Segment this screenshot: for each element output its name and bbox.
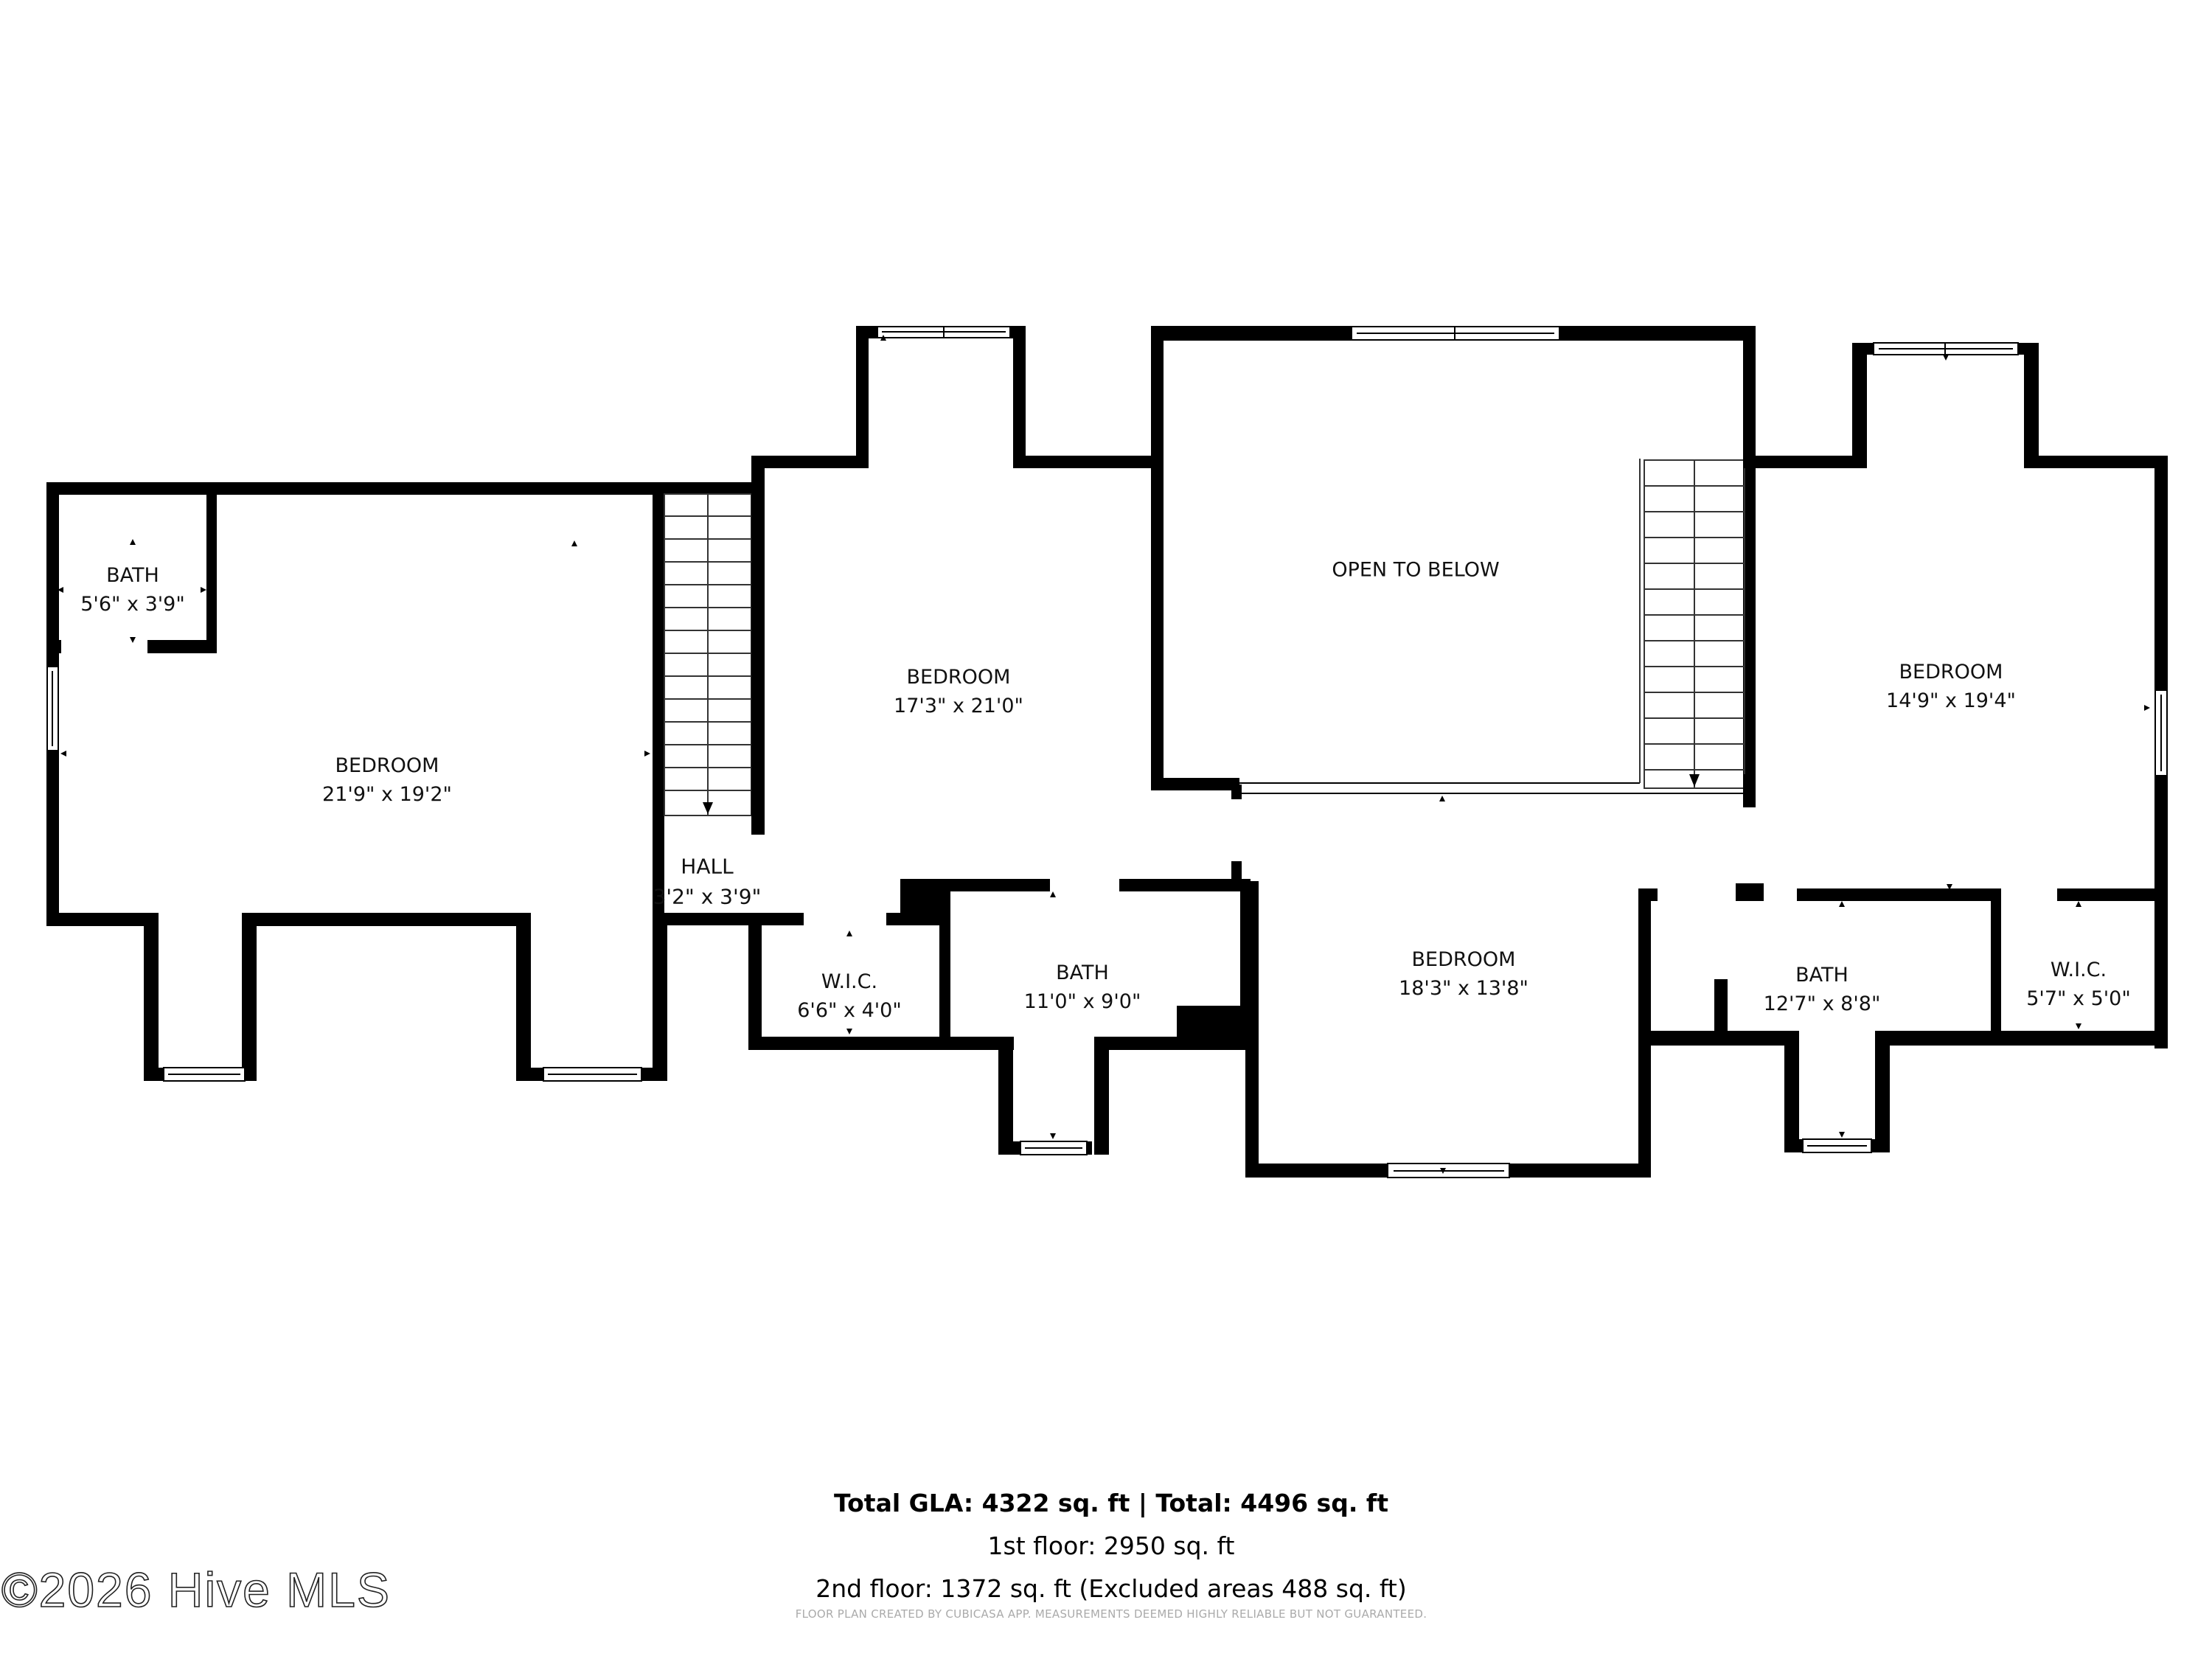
total-area: Total GLA: 4322 sq. ft | Total: 4496 sq.…	[834, 1489, 1388, 1517]
room-name: BEDROOM	[1411, 947, 1516, 971]
room-label-wic-1: W.I.C. 6'6" x 4'0"	[797, 967, 902, 1025]
room-name: BEDROOM	[335, 754, 439, 777]
room-name: HALL	[681, 854, 734, 879]
room-dimensions: 11'0" x 9'0"	[1023, 990, 1141, 1013]
room-label-bedroom-3: BEDROOM 14'9" x 19'4"	[1886, 658, 2016, 715]
room-dimensions: 17'3" x 21'0"	[894, 695, 1023, 717]
dimension-markers	[58, 335, 2150, 1174]
windows-bath-2	[1020, 1141, 1088, 1155]
disclaimer-text: FLOOR PLAN CREATED BY CUBICASA APP. MEAS…	[795, 1607, 1427, 1621]
windows-bedroom-4	[1387, 1163, 1510, 1178]
room-dimensions: 18'3" x 13'8"	[1399, 977, 1528, 1000]
room-label-bath-3: BATH 12'7" x 8'8"	[1764, 961, 1881, 1018]
room-label-bath-2: BATH 11'0" x 9'0"	[1024, 959, 1141, 1016]
room-dimensions: 3'2" x 3'9"	[653, 884, 762, 908]
room-dimensions: 12'7" x 8'8"	[1763, 992, 1881, 1015]
walls-bedroom-2	[751, 326, 1161, 468]
stairs-left	[664, 493, 752, 816]
windows-left-bedroom	[46, 666, 642, 1082]
area-summary: Total GLA: 4322 sq. ft | Total: 4496 sq.…	[815, 1482, 1406, 1610]
room-label-bath-1: BATH 5'6" x 3'9"	[80, 561, 185, 619]
windows-bath-3	[1802, 1138, 1872, 1153]
room-dimensions: 6'6" x 4'0"	[797, 999, 902, 1022]
room-name: BATH	[1056, 961, 1109, 984]
walls-bath-3-wic-2	[1638, 883, 2168, 1152]
room-name: W.I.C.	[2050, 958, 2107, 981]
room-label-bedroom-1: BEDROOM 21'9" x 19'2"	[322, 751, 452, 809]
room-label-bedroom-2: BEDROOM 17'3" x 21'0"	[894, 663, 1023, 720]
room-label-hall: HALL 3'2" x 3'9"	[653, 852, 762, 911]
windows-bedroom-2	[877, 326, 1011, 338]
room-name: W.I.C.	[821, 970, 878, 993]
room-name: BEDROOM	[906, 665, 1011, 689]
stairs-right	[1639, 459, 1745, 789]
first-floor-area: 1st floor: 2950 sq. ft	[987, 1531, 1235, 1560]
second-floor-area: 2nd floor: 1372 sq. ft (Excluded areas 4…	[815, 1574, 1407, 1603]
copyright-watermark: ©2026 Hive MLS	[1, 1562, 391, 1618]
room-name: BEDROOM	[1899, 660, 2003, 684]
windows-open-to-below	[1351, 326, 1560, 341]
room-label-bedroom-4: BEDROOM 18'3" x 13'8"	[1399, 945, 1528, 1003]
room-name: BATH	[1795, 963, 1848, 987]
room-name: BATH	[106, 563, 159, 587]
room-dimensions: 5'7" x 5'0"	[2026, 987, 2131, 1010]
room-label-wic-2: W.I.C. 5'7" x 5'0"	[2026, 956, 2131, 1013]
walls-wic-1-bath-2	[748, 879, 1251, 1155]
room-dimensions: 21'9" x 19'2"	[322, 783, 452, 806]
room-label-open-to-below: OPEN TO BELOW	[1332, 555, 1499, 584]
walls-bedroom-4	[1231, 785, 1651, 1178]
walls-hall	[653, 459, 765, 1050]
room-dimensions: 14'9" x 19'4"	[1886, 689, 2016, 712]
room-name: OPEN TO BELOW	[1332, 558, 1500, 582]
room-dimensions: 5'6" x 3'9"	[80, 593, 185, 616]
